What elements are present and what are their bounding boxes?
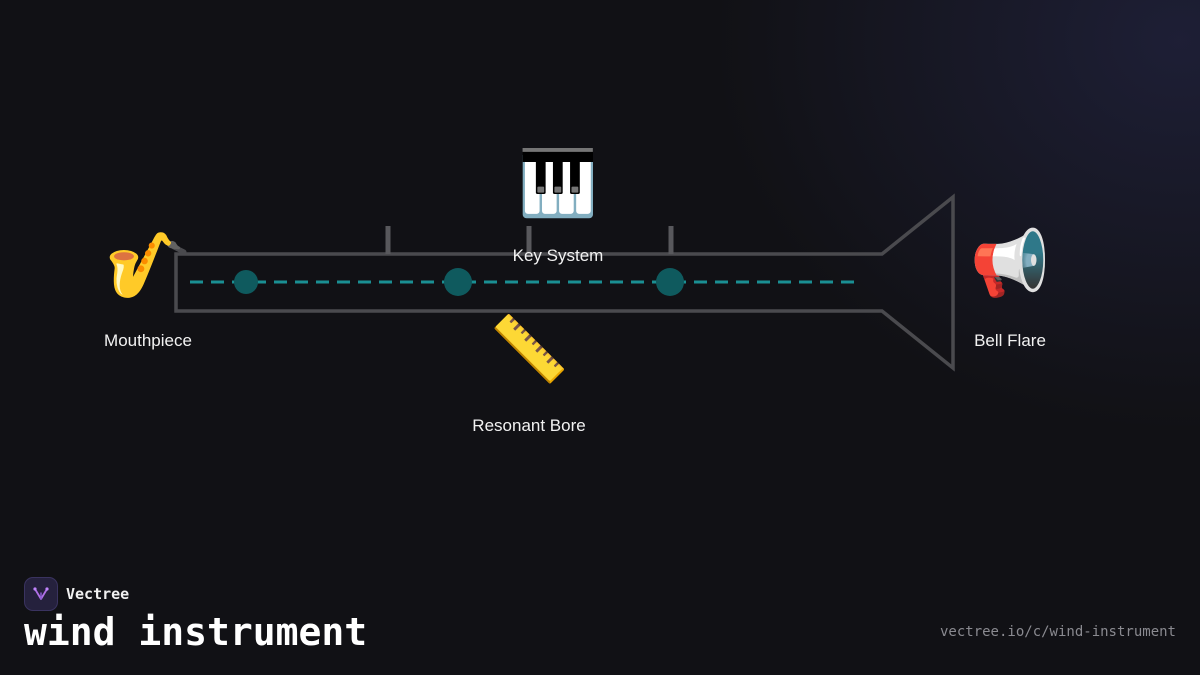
brand-name: Vectree [66, 585, 130, 603]
piano-keys-icon: 🎹 [518, 147, 598, 221]
bell-flare-label: Bell Flare [974, 331, 1046, 350]
megaphone-icon: 📢 [970, 227, 1050, 301]
key-system-label: Key System [512, 246, 604, 265]
mouthpiece-label: Mouthpiece [104, 331, 192, 350]
vectree-logo-icon [24, 577, 58, 611]
instrument-body-outline [174, 193, 955, 372]
saxophone-icon: 🎷 [105, 229, 185, 303]
source-url[interactable]: vectree.io/c/wind-instrument [939, 624, 1176, 640]
page-title: wind instrument [24, 610, 368, 654]
mouthpiece-tip [171, 244, 187, 255]
tone-hole-dot [234, 270, 258, 294]
resonant-bore-label: Resonant Bore [472, 416, 586, 435]
ruler-icon: 📏 [489, 313, 569, 387]
tone-hole-dot [656, 268, 684, 296]
tone-hole-dot [444, 268, 472, 296]
brand[interactable]: Vectree [24, 577, 129, 611]
